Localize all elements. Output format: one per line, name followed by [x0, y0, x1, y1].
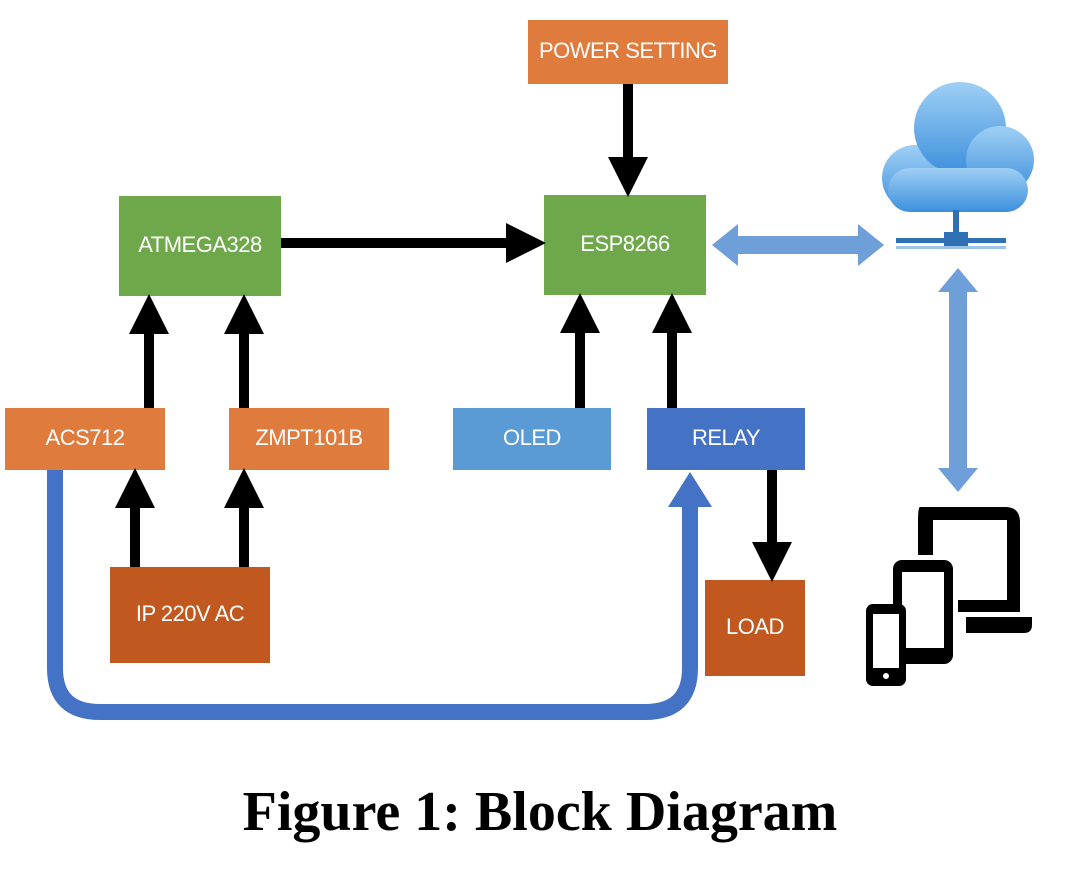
- arrow-acs712-to-relay: [47, 470, 712, 720]
- block-relay-label: RELAY: [692, 425, 761, 450]
- block-atmega328: ATMEGA328: [119, 196, 281, 296]
- block-power-setting: POWER SETTING: [528, 20, 728, 84]
- block-acs712-label: ACS712: [46, 425, 125, 450]
- block-acs712: ACS712: [5, 408, 165, 470]
- arrow-esp-cloud: [712, 224, 884, 266]
- block-load: LOAD: [705, 580, 805, 676]
- block-zmpt101b-label: ZMPT101B: [255, 425, 362, 450]
- block-esp8266-label: ESP8266: [580, 231, 670, 256]
- block-load-label: LOAD: [726, 614, 784, 639]
- devices-icon: [866, 507, 1032, 686]
- block-relay: RELAY: [647, 408, 805, 470]
- figure-caption: Figure 1: Block Diagram: [242, 781, 838, 843]
- cloud-server-icon: [882, 82, 1034, 249]
- block-oled: OLED: [453, 408, 611, 470]
- block-power-setting-label: POWER SETTING: [539, 38, 717, 63]
- block-atmega328-label: ATMEGA328: [138, 232, 262, 257]
- arrow-cloud-devices: [938, 268, 978, 492]
- block-zmpt101b: ZMPT101B: [229, 408, 389, 470]
- block-oled-label: OLED: [503, 425, 561, 450]
- block-esp8266: ESP8266: [544, 195, 706, 295]
- block-ip-220v-ac: IP 220V AC: [110, 567, 270, 663]
- block-ip-220v-ac-label: IP 220V AC: [136, 601, 245, 626]
